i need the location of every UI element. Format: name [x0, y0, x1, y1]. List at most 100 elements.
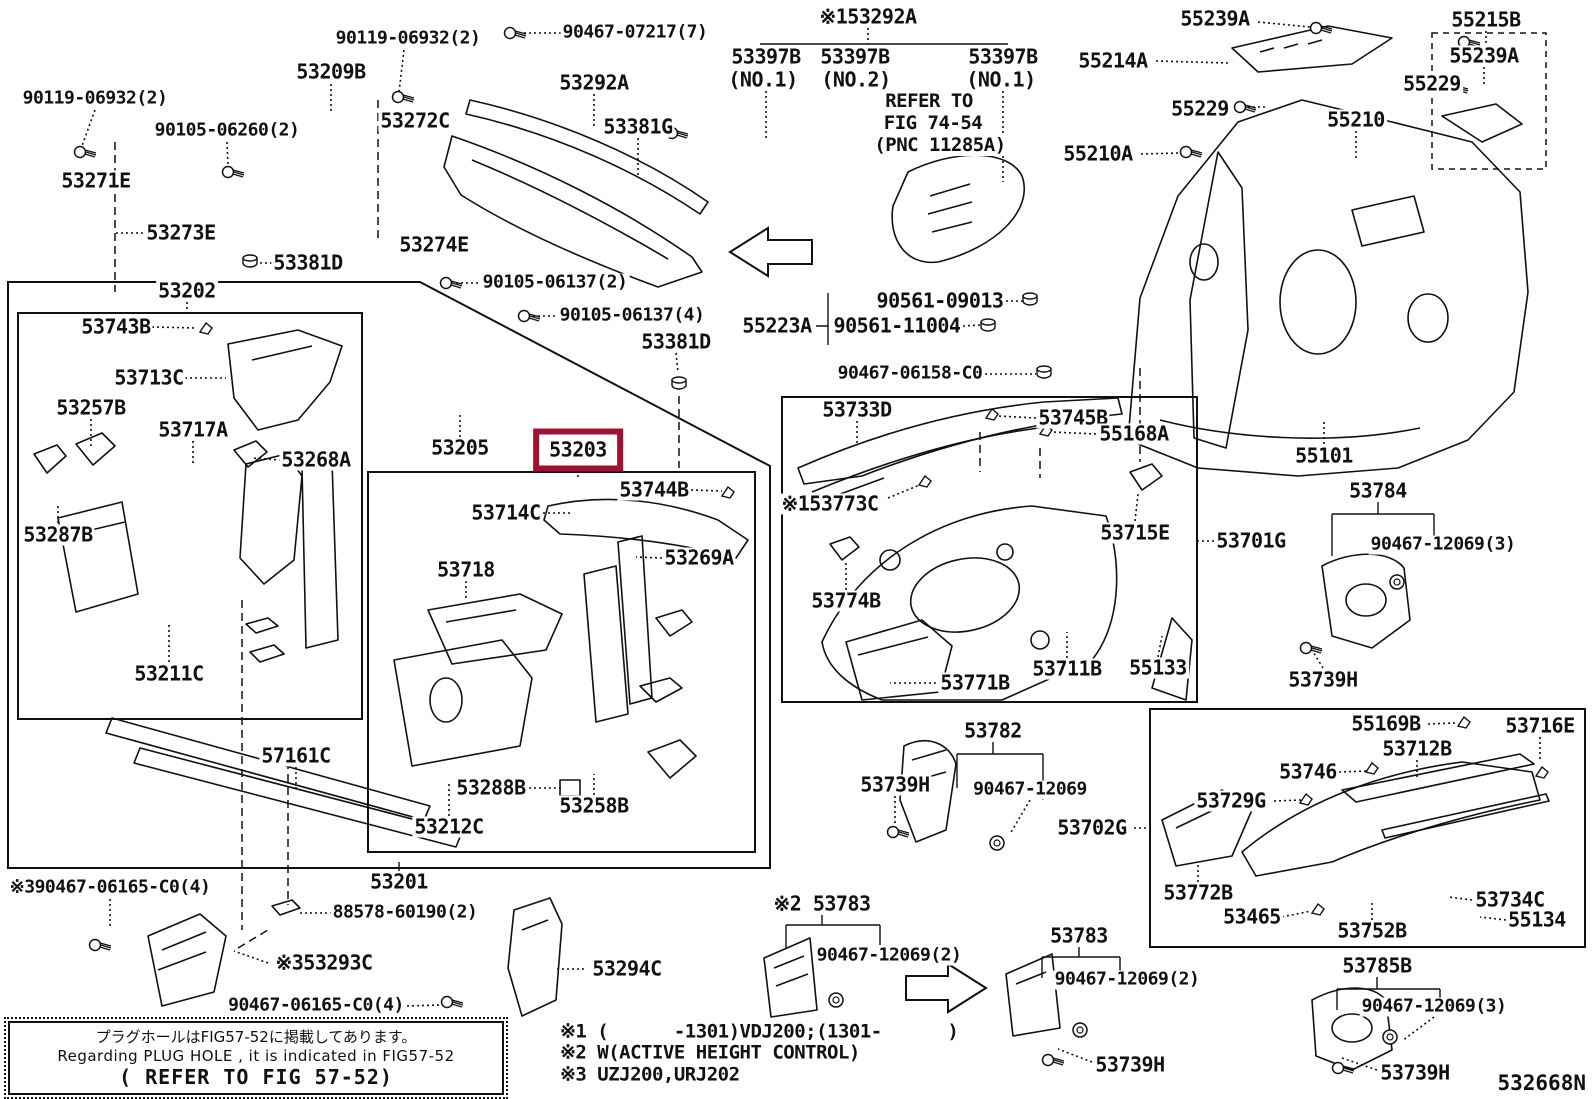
part-label-53258B[interactable]: 53258B — [557, 793, 631, 818]
part-label-90119069322[interactable]: 90119-06932(2) — [20, 87, 170, 109]
part-label-53381D[interactable]: 53381D — [639, 329, 713, 354]
part-label-53257B[interactable]: 53257B — [54, 395, 128, 420]
part-label-9056111004[interactable]: 90561-11004 — [831, 313, 963, 338]
part-label-153292A[interactable]: ※153292A — [817, 4, 919, 29]
part-label-90105061372[interactable]: 90105-06137(2) — [480, 271, 630, 293]
part-label-57161C[interactable]: 57161C — [259, 743, 333, 768]
part-label-90105061374[interactable]: 90105-06137(4) — [557, 304, 707, 326]
part-label-53202[interactable]: 53202 — [156, 278, 218, 303]
part-label-9056109013[interactable]: 90561-09013 — [874, 288, 1006, 313]
part-label-39046706165C04[interactable]: ※390467-06165-C0(4) — [7, 876, 213, 898]
part-label-53712B[interactable]: 53712B — [1380, 736, 1454, 761]
part-label-55101[interactable]: 55101 — [1293, 443, 1355, 468]
part-label-153773C[interactable]: ※153773C — [779, 491, 881, 516]
arrow-right-icon — [905, 962, 988, 1014]
part-label-53273E[interactable]: 53273E — [144, 220, 218, 245]
note-line-japanese: プラグホールはFIG57-52に掲載してあります。 — [95, 1028, 417, 1046]
part-label-90467120693[interactable]: 90467-12069(3) — [1368, 533, 1518, 555]
part-label-53381G[interactable]: 53381G — [601, 114, 675, 139]
part-label-53772B[interactable]: 53772B — [1161, 880, 1235, 905]
part-label-90467120692[interactable]: 90467-12069(2) — [814, 944, 964, 966]
part-label-53397B[interactable]: 53397B — [818, 44, 892, 69]
part-label-55210A[interactable]: 55210A — [1061, 141, 1135, 166]
part-label-53752B[interactable]: 53752B — [1335, 918, 1409, 943]
part-label-53268A[interactable]: 53268A — [279, 447, 353, 472]
part-label-55214A[interactable]: 55214A — [1076, 48, 1150, 73]
part-label-53702G[interactable]: 53702G — [1055, 815, 1129, 840]
part-label-53288B[interactable]: 53288B — [454, 775, 528, 800]
part-label-55239A[interactable]: 55239A — [1447, 43, 1521, 68]
part-label-NO2[interactable]: (NO.2) — [819, 67, 893, 92]
part-label-53292A[interactable]: 53292A — [557, 70, 631, 95]
part-label-55215B[interactable]: 55215B — [1449, 7, 1523, 32]
part-label-55229[interactable]: 55229 — [1169, 96, 1231, 121]
part-label-55223A[interactable]: 55223A — [740, 313, 814, 338]
part-label-53743B[interactable]: 53743B — [79, 314, 153, 339]
part-label-53782[interactable]: 53782 — [962, 718, 1024, 743]
part-label-53715E[interactable]: 53715E — [1098, 520, 1172, 545]
part-label-55169B[interactable]: 55169B — [1349, 711, 1423, 736]
part-label-53739H[interactable]: 53739H — [1286, 667, 1360, 692]
part-label-90467120693[interactable]: 90467-12069(3) — [1359, 995, 1509, 1017]
part-label-53739H[interactable]: 53739H — [858, 772, 932, 797]
part-label-55133[interactable]: 55133 — [1127, 655, 1189, 680]
part-label-9046706158C0[interactable]: 90467-06158-C0 — [835, 362, 985, 384]
part-label-53269A[interactable]: 53269A — [662, 545, 736, 570]
part-label-9046706165C04[interactable]: 90467-06165-C0(4) — [226, 994, 406, 1016]
part-label-PNC11285A[interactable]: (PNC 11285A) — [872, 134, 1008, 157]
part-label-53713C[interactable]: 53713C — [112, 365, 186, 390]
part-label-55168A[interactable]: 55168A — [1097, 421, 1171, 446]
part-label-NO1[interactable]: (NO.1) — [726, 67, 800, 92]
part-label-55229[interactable]: 55229 — [1401, 71, 1463, 96]
part-label-90467120692[interactable]: 90467-12069(2) — [1052, 968, 1202, 990]
part-label-53785B[interactable]: 53785B — [1340, 953, 1414, 978]
part-label-53271E[interactable]: 53271E — [59, 168, 133, 193]
part-label-55210[interactable]: 55210 — [1325, 107, 1387, 132]
part-label-53294C[interactable]: 53294C — [590, 956, 664, 981]
part-label-53729G[interactable]: 53729G — [1194, 788, 1268, 813]
part-label-53381D[interactable]: 53381D — [271, 250, 345, 275]
part-label-53783[interactable]: 53783 — [1048, 923, 1110, 948]
part-label-NO1[interactable]: (NO.1) — [964, 67, 1038, 92]
part-label-53701G[interactable]: 53701G — [1214, 528, 1288, 553]
part-label-90119069322[interactable]: 90119-06932(2) — [333, 27, 483, 49]
part-label-53714C[interactable]: 53714C — [469, 500, 543, 525]
part-label-53717A[interactable]: 53717A — [156, 417, 230, 442]
part-label-90105062602[interactable]: 90105-06260(2) — [152, 119, 302, 141]
part-label-53274E[interactable]: 53274E — [397, 232, 471, 257]
part-label-253783[interactable]: ※2 53783 — [771, 891, 873, 916]
part-label-55239A[interactable]: 55239A — [1178, 6, 1252, 31]
part-label-9046712069[interactable]: 90467-12069 — [971, 778, 1089, 800]
part-label-55134[interactable]: 55134 — [1506, 907, 1568, 932]
part-label-53397B[interactable]: 53397B — [966, 44, 1040, 69]
part-label-53205[interactable]: 53205 — [429, 435, 491, 460]
part-label-53746[interactable]: 53746 — [1277, 759, 1339, 784]
part-label-FIG7454[interactable]: FIG 74-54 — [881, 112, 985, 135]
part-label-53397B[interactable]: 53397B — [729, 44, 803, 69]
part-label-53784[interactable]: 53784 — [1347, 478, 1409, 503]
part-label-53211C[interactable]: 53211C — [132, 661, 206, 686]
part-label-53272C[interactable]: 53272C — [378, 108, 452, 133]
part-label-53771B[interactable]: 53771B — [938, 670, 1012, 695]
part-label-353293C[interactable]: ※353293C — [273, 950, 375, 975]
part-label-53711B[interactable]: 53711B — [1030, 656, 1104, 681]
part-label-88578601902[interactable]: 88578-60190(2) — [330, 901, 480, 923]
part-label-53201[interactable]: 53201 — [368, 869, 430, 894]
part-label-53739H[interactable]: 53739H — [1093, 1052, 1167, 1077]
part-label-90467072177[interactable]: 90467-07217(7) — [560, 21, 710, 43]
part-label-53212C[interactable]: 53212C — [412, 814, 486, 839]
part-label-53745B[interactable]: 53745B — [1036, 405, 1110, 430]
part-label-REFERTO[interactable]: REFER TO — [883, 90, 975, 113]
part-label-53739H[interactable]: 53739H — [1378, 1060, 1452, 1085]
part-label-53744B[interactable]: 53744B — [617, 477, 691, 502]
part-label-53209B[interactable]: 53209B — [294, 59, 368, 84]
part-label-53465[interactable]: 53465 — [1221, 904, 1283, 929]
part-label-53716E[interactable]: 53716E — [1503, 713, 1577, 738]
part-label-53774B[interactable]: 53774B — [809, 588, 883, 613]
part-label-53718[interactable]: 53718 — [435, 557, 497, 582]
part-label-53287B[interactable]: 53287B — [21, 522, 95, 547]
part-label-53734C[interactable]: 53734C — [1473, 887, 1547, 912]
part-label-53203[interactable]: 53203 — [533, 428, 623, 472]
part-label-53733D[interactable]: 53733D — [820, 397, 894, 422]
